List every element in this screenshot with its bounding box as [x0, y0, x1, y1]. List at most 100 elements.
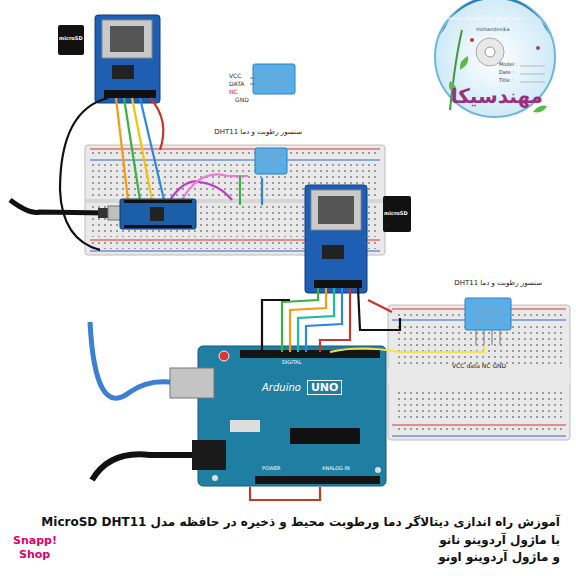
label: سنسور رطوبت و دما DHT11	[214, 128, 302, 136]
label: ANALOG IN	[322, 466, 350, 472]
wire-part	[306, 288, 342, 352]
label: Model :	[499, 62, 517, 68]
dht11-sensor-part	[259, 70, 289, 88]
arduino-nano-part	[124, 225, 192, 228]
cd-disc-part	[520, 74, 545, 75]
wire-part	[368, 300, 392, 312]
wire-part	[239, 176, 241, 205]
sd-module-part	[305, 185, 367, 293]
label: POWER	[262, 466, 281, 472]
label: دوره آموزش کیت الکترونیک و رباتیک	[445, 15, 521, 21]
sd-module-part	[58, 25, 84, 55]
arduino-uno-part	[92, 454, 196, 480]
sd-module	[305, 185, 411, 293]
label: VCC	[229, 73, 241, 80]
label: microSD	[59, 36, 83, 42]
cd-disc-part	[470, 38, 474, 42]
dht11-sensor-part	[255, 148, 287, 174]
sd-module-part	[318, 196, 354, 224]
dht11-sensor-part	[484, 330, 485, 345]
wire-part	[320, 288, 350, 352]
dht11-sensor-part	[260, 152, 282, 168]
arduino-nano	[10, 199, 196, 229]
wire-part	[330, 346, 484, 352]
wire-part	[182, 174, 248, 200]
sd-module-part	[314, 280, 362, 288]
label: DIGITAL	[282, 360, 302, 366]
logo	[10, 534, 66, 566]
label: mohandesika	[476, 27, 509, 33]
label: DATA	[229, 81, 244, 88]
arduino-uno-part	[170, 368, 214, 398]
label: Title :	[499, 78, 513, 84]
breadboard-part	[388, 368, 570, 384]
dht11-sensor	[465, 298, 511, 345]
label: GND	[235, 97, 249, 104]
cd-disc-part	[460, 56, 468, 70]
wire-part	[358, 288, 400, 330]
label: سنسور رطوبت و دما DHT11	[454, 279, 542, 287]
breadboard-part	[394, 427, 566, 434]
sd-module-part	[110, 26, 144, 52]
label: با ماژول آردوینو نانو	[439, 534, 560, 548]
arduino-uno-part	[198, 346, 386, 486]
label: و ماژول آردوینو اونو	[438, 551, 560, 565]
arduino-uno-part	[255, 476, 380, 484]
cd-disc	[435, 0, 555, 117]
breadboard-part	[394, 388, 566, 422]
arduino-nano-part	[10, 200, 108, 213]
label: Date :	[499, 70, 514, 76]
sd-module-part	[322, 245, 344, 259]
board-marking: Arduino UNO	[262, 380, 342, 395]
label: Snapp!	[13, 535, 57, 548]
sd-module-part	[311, 190, 361, 230]
wire-part	[132, 98, 152, 200]
cd-disc-part	[520, 66, 545, 67]
brand-text: Arduino	[262, 382, 301, 393]
cd-disc-part	[520, 82, 545, 83]
wire-part	[170, 181, 232, 200]
wire	[60, 98, 262, 250]
arduino-nano-part	[124, 200, 192, 203]
breadboard-part	[392, 436, 566, 437]
breadboard-part	[90, 149, 380, 150]
wire-part	[124, 98, 140, 200]
dht11-sensor-part	[250, 84, 255, 85]
wire-part	[150, 98, 163, 150]
arduino-uno-part	[212, 475, 218, 481]
arduino-uno-part	[219, 351, 229, 361]
sd-module	[58, 15, 160, 103]
caption: آموزش راه اندازی دیتالاگر دما ورطوبت محی…	[41, 516, 560, 530]
sd-module-part	[104, 90, 156, 98]
label: مهندسیکا	[451, 85, 543, 108]
arduino-nano-part	[120, 199, 196, 229]
breadboard-part	[392, 425, 566, 426]
wire-part	[60, 98, 108, 250]
dht11-sensor-part	[476, 330, 477, 345]
arduino-uno-part	[290, 428, 360, 444]
dht11-sensor-part	[253, 64, 295, 94]
cd-disc-part	[536, 46, 540, 50]
dht11-sensor-part	[465, 298, 511, 330]
dht11-sensor-part	[492, 330, 493, 345]
wire	[250, 288, 484, 500]
wire-part	[261, 178, 263, 205]
wire-part	[250, 487, 320, 500]
dht11-sensor-part	[500, 330, 501, 345]
model-badge: UNO	[307, 380, 343, 395]
sd-module-part	[102, 20, 152, 58]
sd-module-part	[112, 65, 134, 79]
dht11-sensor	[255, 148, 287, 174]
label: Shop	[19, 549, 50, 562]
label: NC	[229, 89, 238, 96]
arduino-uno-part	[90, 322, 176, 398]
cd-disc-part	[435, 0, 555, 117]
wire-part	[140, 98, 164, 200]
arduino-uno-part	[230, 420, 260, 432]
cd-disc-part	[485, 47, 495, 57]
sd-module-part	[383, 196, 411, 232]
wire-part	[282, 288, 318, 352]
cd-disc-part	[440, 0, 550, 35]
arduino-nano-part	[150, 207, 164, 221]
